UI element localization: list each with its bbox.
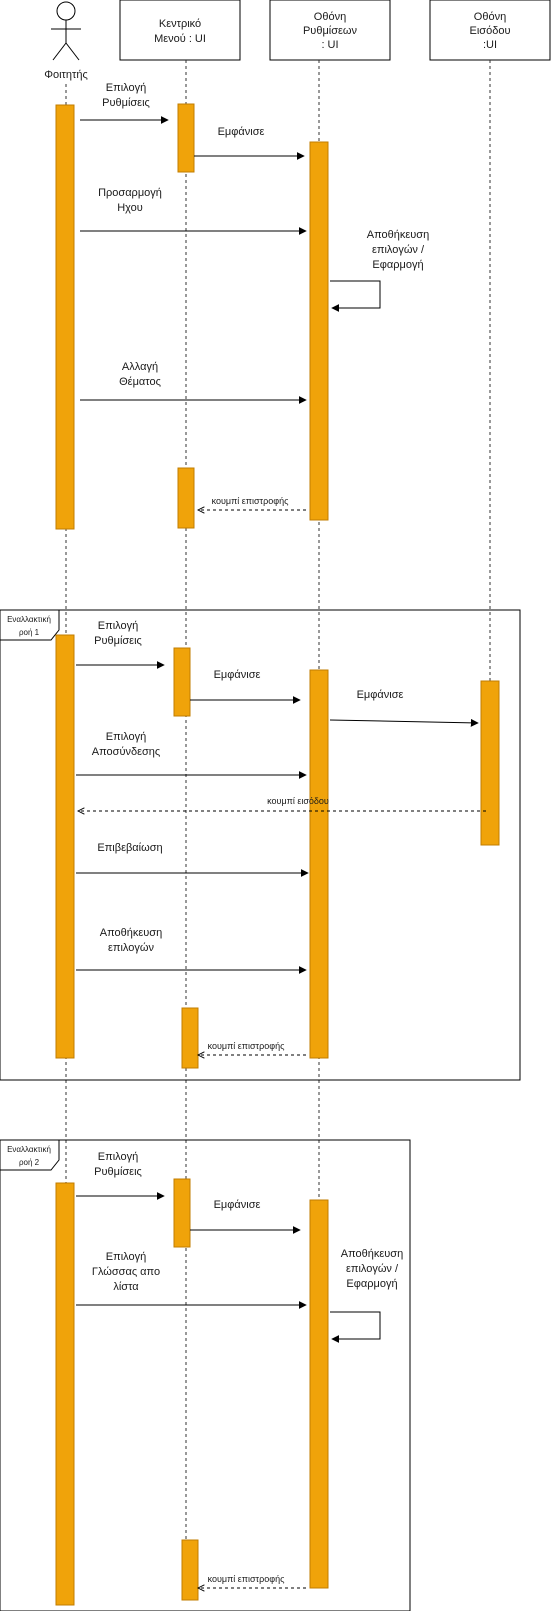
activation-login-alt1	[480, 680, 500, 846]
alt-frame-2-title: ροή 2	[19, 1158, 40, 1167]
message-label: Επιλογή	[106, 1251, 146, 1263]
message-label: κουμπί εισόδου	[267, 796, 329, 806]
lifeline-login-line2: Εισόδου	[470, 25, 511, 37]
message-label: Προσαρμογή	[98, 187, 162, 199]
lifeline-main-menu-line1: Κεντρικό	[159, 18, 201, 30]
alt-frame-1-title: ροή 1	[19, 628, 40, 637]
activation-menu-alt2-1	[173, 1178, 191, 1248]
message-label: Αποθήκευση	[367, 229, 429, 241]
alt-frame-1-title: Εναλλακτική	[7, 615, 51, 624]
message-label: Γλώσσας απο	[92, 1266, 160, 1278]
activation-menu-alt1-1	[173, 647, 191, 717]
activation-settings-alt2	[309, 1199, 329, 1589]
message-label: κουμπί επιστροφής	[208, 1574, 286, 1584]
message-label: Αλλαγή	[122, 361, 158, 373]
message-label: επιλογών /	[372, 244, 425, 256]
message-label: επιλογών	[108, 942, 154, 954]
message-label: Επιλογή	[106, 731, 146, 743]
alt-frame-1	[0, 609, 521, 1081]
message-label: Αποθήκευση	[341, 1248, 403, 1260]
message-label: Επιβεβαίωση	[97, 842, 162, 854]
message-label: Εμφάνισε	[214, 669, 261, 681]
message-label: Ρυθμίσεις	[94, 635, 142, 647]
activation-menu-main-2	[177, 467, 195, 529]
message-label: Εμφάνισε	[218, 126, 265, 138]
message-label: Εμφάνισε	[357, 689, 404, 701]
message-label: κουμπί επιστροφής	[212, 496, 290, 506]
message-label: κουμπί επιστροφής	[208, 1041, 286, 1051]
message-label: Επιλογή	[98, 1151, 138, 1163]
message-label: Ρυθμίσεις	[102, 97, 150, 109]
message-self-save	[330, 1311, 381, 1343]
lifeline-login-line3: :UI	[483, 39, 497, 51]
activation-settings-main	[309, 141, 329, 521]
message-self-save	[330, 280, 381, 312]
alt-frame-2-title: Εναλλακτική	[7, 1145, 51, 1154]
lifeline-header-login-screen: Οθόνη Εισόδου :UI	[429, 0, 551, 61]
message-label: λίστα	[113, 1281, 139, 1293]
activation-menu-main-1	[177, 103, 195, 173]
activation-menu-alt1-2	[181, 1007, 199, 1069]
activation-actor-alt2	[55, 1182, 75, 1606]
message-label: Εφαρμογή	[372, 259, 423, 271]
lifeline-settings-line2: Ρυθμίσεων	[303, 25, 358, 37]
activation-settings-alt1	[309, 669, 329, 1059]
lifeline-settings-line1: Οθόνη	[314, 11, 346, 23]
message-label: Εμφάνισε	[214, 1199, 261, 1211]
lifeline-settings-line3: : UI	[321, 39, 338, 51]
lifeline-header-main-menu: Κεντρικό Μενού : UI	[119, 0, 241, 61]
message-label: Επιλογή	[98, 620, 138, 632]
message-label: Εφαρμογή	[346, 1278, 397, 1290]
activation-menu-alt2-2	[181, 1539, 199, 1601]
message-label: Αποσύνδεσης	[92, 746, 160, 758]
lifeline-login-line1: Οθόνη	[474, 11, 506, 23]
alt-frame-1-tab	[0, 609, 60, 641]
message-label: Αποθήκευση	[100, 927, 162, 939]
lifeline-header-settings-screen: Οθόνη Ρυθμίσεων : UI	[269, 0, 391, 61]
lifeline-main-menu-line2: Μενού : UI	[154, 33, 206, 45]
alt-frame-2	[0, 1139, 411, 1611]
activation-actor-main	[55, 104, 75, 530]
alt-frame-2-tab	[0, 1139, 60, 1171]
message-label: Επιλογή	[106, 82, 146, 94]
actor-figure-icon	[51, 1, 81, 61]
message-label: Ρυθμίσεις	[94, 1166, 142, 1178]
message-label: Θέματος	[119, 376, 161, 388]
activation-actor-alt1	[55, 634, 75, 1059]
message-show-login	[329, 718, 479, 727]
message-label: Ηχου	[117, 202, 143, 214]
message-label: επιλογών /	[346, 1263, 399, 1275]
actor-label: Φοιτητής	[44, 69, 88, 81]
